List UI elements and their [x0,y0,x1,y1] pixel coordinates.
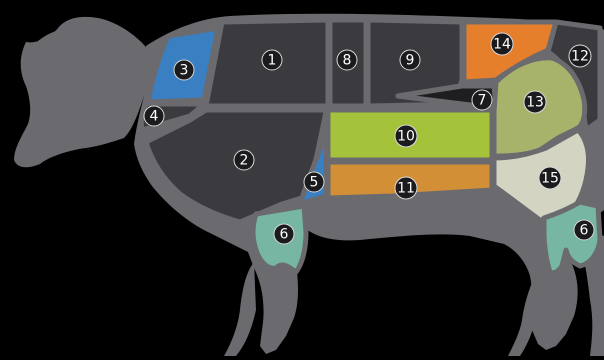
cut-2-badge-number: 2 [240,153,249,169]
cut-14-badge: 14 [491,33,513,55]
cut-12-badge-number: 12 [571,49,589,65]
cut-6b-region [544,202,600,273]
cut-2-badge: 2 [234,150,254,170]
cut-10-badge: 10 [395,125,417,147]
cut-9-badge-number: 9 [406,53,415,69]
cut-14-badge-number: 14 [493,37,511,53]
cut-1-badge-number: 1 [268,53,277,69]
cut-9-badge: 9 [400,50,420,70]
cut-5-badge: 5 [304,172,324,192]
cut-13-badge: 13 [524,91,546,113]
cut-3-badge-number: 3 [180,63,189,79]
cut-15-badge: 15 [539,167,561,189]
cut-7-badge: 7 [472,90,492,110]
cut-6b-badge: 6 [574,220,594,240]
cut-12-badge: 12 [569,45,591,67]
cut-4-badge: 4 [144,106,164,126]
cut-3-badge: 3 [174,60,194,80]
cut-15-badge-number: 15 [541,171,559,187]
cut-8-badge-number: 8 [343,53,352,69]
cut-7-badge-number: 7 [478,93,487,109]
cut-10-badge-number: 10 [397,129,415,145]
cut-13-badge-number: 13 [526,95,544,111]
cut-11-badge-number: 11 [397,181,415,197]
cut-4-badge-number: 4 [150,109,159,125]
cut-11-badge: 11 [395,177,417,199]
cut-6a-badge-number: 6 [280,227,289,243]
cut-6b-badge-number: 6 [580,223,589,239]
cut-8-badge: 8 [337,50,357,70]
cut-5-badge-number: 5 [310,175,319,191]
cut-6a-badge: 6 [274,224,294,244]
cut-1-badge: 1 [262,50,282,70]
